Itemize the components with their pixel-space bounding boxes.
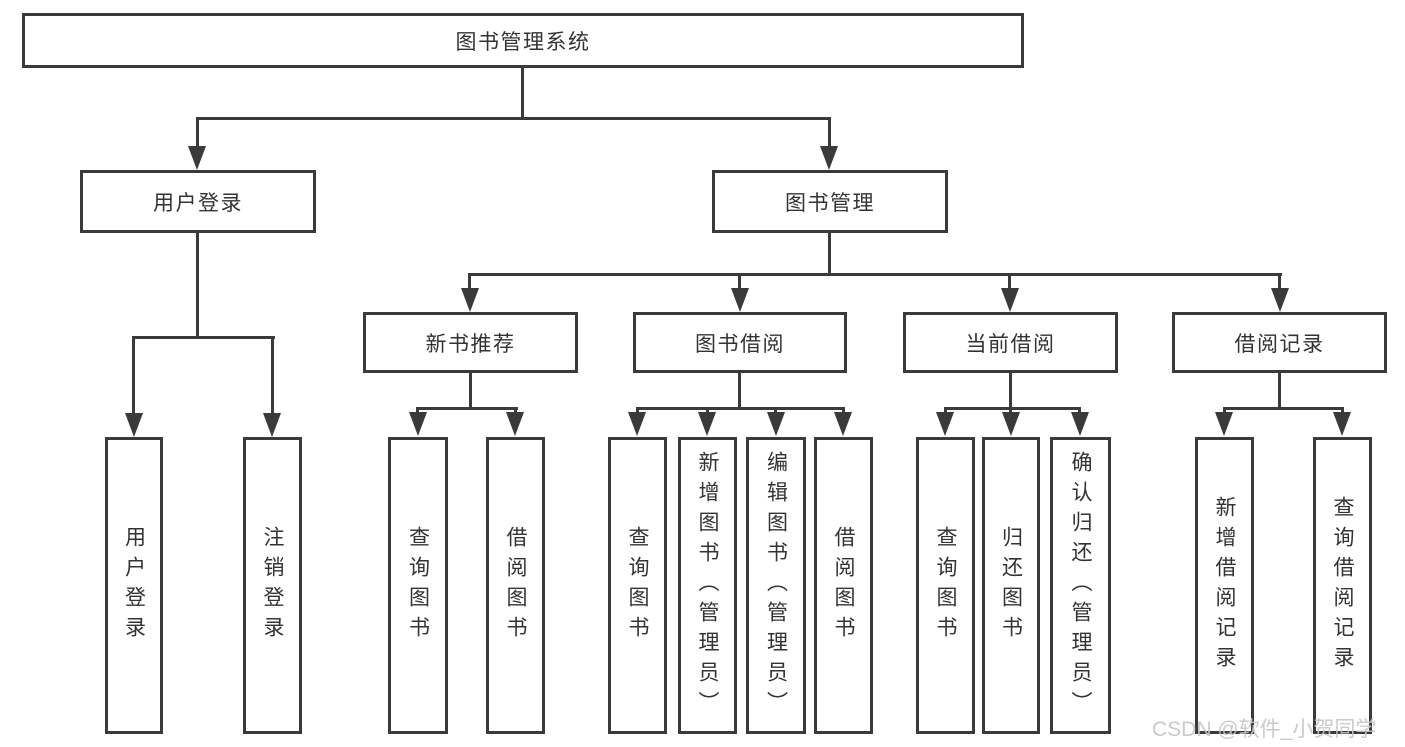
leaf-label: 确认归还（管理员） <box>1069 450 1092 721</box>
leaf-label: 查询借阅记录 <box>1331 495 1354 676</box>
leaf-label: 借阅图书 <box>504 525 527 646</box>
leaf-confirm-return-admin: 确认归还（管理员） <box>1050 437 1111 734</box>
leaf-edit-book-admin: 编辑图书（管理员） <box>746 437 806 734</box>
arrow-down-icon <box>820 146 838 170</box>
leaf-label: 查询图书 <box>406 525 430 646</box>
connector-line <box>196 120 199 148</box>
arrow-down-icon <box>263 413 281 437</box>
connector-line <box>1009 373 1012 410</box>
connector-line <box>132 339 135 415</box>
arrow-down-icon <box>1333 412 1351 436</box>
leaf-add-book-admin: 新增图书（管理员） <box>678 437 737 734</box>
leaf-label: 归还图书 <box>999 525 1023 646</box>
node-label: 用户登录 <box>153 191 243 215</box>
connector-line <box>636 407 845 410</box>
leaf-return-books: 归还图书 <box>982 437 1040 734</box>
arrow-down-icon <box>1215 412 1233 436</box>
connector-line <box>1278 276 1281 290</box>
connector-line <box>468 273 1282 276</box>
connector-line <box>196 233 199 339</box>
arrow-down-icon <box>1271 288 1289 312</box>
node-label: 图书管理系统 <box>455 30 591 54</box>
arrow-down-icon <box>125 413 143 437</box>
leaf-label: 借阅图书 <box>832 525 855 646</box>
arrow-down-icon <box>731 288 749 312</box>
arrow-down-icon <box>461 288 479 312</box>
leaf-borrow-books: 借阅图书 <box>814 437 873 734</box>
node-library-management-system: 图书管理系统 <box>22 13 1024 68</box>
connector-line <box>132 336 275 339</box>
arrow-down-icon <box>698 412 716 436</box>
connector-line <box>271 339 274 415</box>
connector-line <box>828 120 831 148</box>
connector-line <box>944 407 1081 410</box>
arrow-down-icon <box>188 146 206 170</box>
leaf-label: 查询图书 <box>934 525 957 646</box>
connector-line <box>828 233 831 276</box>
leaf-query-books: 查询图书 <box>916 437 975 734</box>
connector-line <box>1223 407 1344 410</box>
leaf-logout: 注销登录 <box>243 437 302 734</box>
connector-line <box>416 407 518 410</box>
node-borrowing-records: 借阅记录 <box>1172 312 1387 373</box>
leaf-label: 查询图书 <box>626 525 649 646</box>
arrow-down-icon <box>1001 288 1019 312</box>
leaf-query-books: 查询图书 <box>388 437 448 734</box>
leaf-label: 注销登录 <box>261 525 284 646</box>
connector-line <box>1008 276 1011 290</box>
node-book-borrowing: 图书借阅 <box>633 312 847 373</box>
leaf-label: 新增图书（管理员） <box>696 450 719 721</box>
leaf-user-login: 用户登录 <box>105 437 163 734</box>
node-label: 新书推荐 <box>425 332 516 356</box>
node-label: 借阅记录 <box>1234 332 1325 356</box>
node-label: 图书借阅 <box>695 332 785 356</box>
connector-line <box>521 68 524 120</box>
arrow-down-icon <box>1071 412 1089 436</box>
connector-line <box>1278 373 1281 410</box>
leaf-borrow-books: 借阅图书 <box>486 437 545 734</box>
leaf-label: 编辑图书（管理员） <box>764 450 788 721</box>
node-user-login: 用户登录 <box>80 170 316 233</box>
connector-line <box>196 117 831 120</box>
node-label: 图书管理 <box>785 191 875 215</box>
node-label: 当前借阅 <box>965 332 1056 356</box>
node-book-management: 图书管理 <box>712 170 948 233</box>
leaf-query-books: 查询图书 <box>608 437 667 734</box>
leaf-label: 新增借阅记录 <box>1213 495 1236 676</box>
arrow-down-icon <box>409 412 427 436</box>
connector-line <box>738 373 741 410</box>
csdn-watermark: CSDN @软件_小贺同学 <box>1152 718 1377 741</box>
leaf-query-borrow-record: 查询借阅记录 <box>1313 437 1372 734</box>
arrow-down-icon <box>767 412 785 436</box>
leaf-label: 用户登录 <box>122 525 146 646</box>
leaf-add-borrow-record: 新增借阅记录 <box>1195 437 1254 734</box>
connector-line <box>468 276 471 290</box>
arrow-down-icon <box>1002 412 1020 436</box>
arrow-down-icon <box>834 412 852 436</box>
arrow-down-icon <box>506 412 524 436</box>
connector-line <box>469 373 472 410</box>
arrow-down-icon <box>936 412 954 436</box>
node-current-borrowing: 当前借阅 <box>903 312 1118 373</box>
arrow-down-icon <box>628 412 646 436</box>
node-new-book-recommendation: 新书推荐 <box>363 312 578 373</box>
connector-line <box>738 276 741 290</box>
